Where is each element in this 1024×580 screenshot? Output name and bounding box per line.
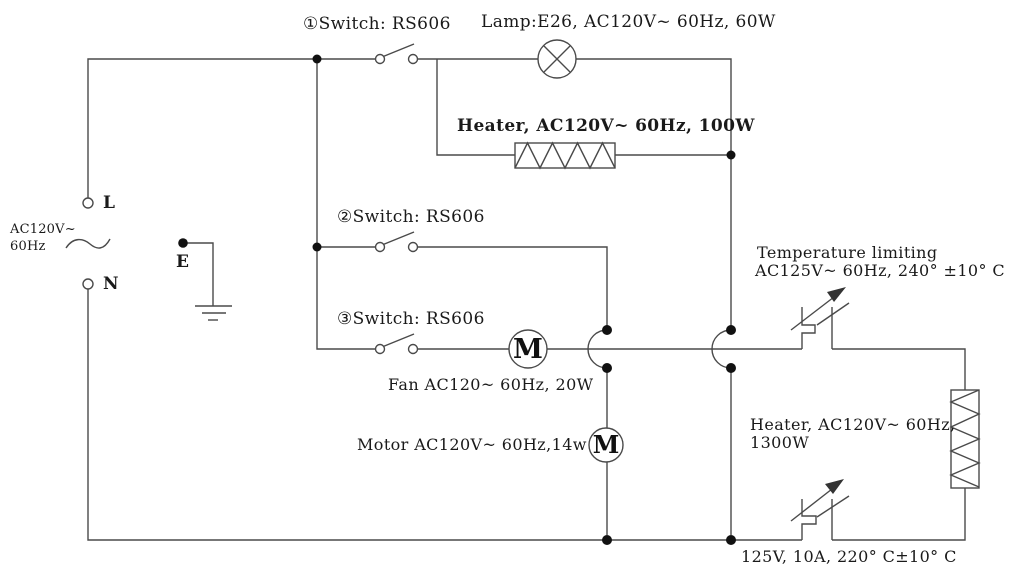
- ground-icon: [187, 242, 232, 321]
- lamp-icon: [537, 39, 577, 79]
- fan-label: Fan AC120~ 60Hz, 20W: [388, 375, 594, 394]
- earth-terminal-label: E: [176, 252, 190, 272]
- fan-motor-letter: M: [513, 334, 543, 365]
- source-freq-label: 60Hz: [10, 239, 46, 254]
- motor-icon: [588, 427, 624, 463]
- heater-100w-label: Heater, AC120V~ 60Hz, 100W: [457, 116, 755, 136]
- heater-100w-icon: [514, 141, 616, 170]
- heater-1300w-label-line1: Heater, AC120V~ 60Hz,: [750, 415, 956, 434]
- lamp-label: Lamp:E26, AC120V~ 60Hz, 60W: [481, 12, 776, 32]
- motor-letter: M: [593, 430, 620, 459]
- heater-1300w-icon: [949, 389, 981, 489]
- fan-motor-icon: [508, 329, 548, 369]
- crossover-hop-icon: [587, 329, 732, 369]
- thermal-cutoff-label: 125V, 10A, 220° C±10° C: [741, 547, 957, 566]
- ac-source-icon: [65, 238, 111, 249]
- temperature-limiter-label-line1: Temperature limiting: [757, 243, 938, 262]
- heater-1300w-label-line2: 1300W: [750, 433, 810, 452]
- junction-dots: [178, 54, 736, 545]
- switch2-label: ②Switch: RS606: [337, 207, 485, 227]
- live-terminal-label: L: [103, 193, 116, 213]
- source-voltage-label: AC120V~: [10, 222, 76, 237]
- temperature-limiter-label-line2: AC125V~ 60Hz, 240° ±10° C: [755, 261, 1006, 280]
- switch1-label: ①Switch: RS606: [303, 14, 451, 34]
- switch-blade-icon: [381, 43, 415, 348]
- wires: [87, 58, 966, 541]
- thermal-cutoff-icon: [790, 479, 850, 540]
- terminal-circles: [82, 53, 419, 355]
- temperature-limiter-icon: [790, 287, 850, 349]
- motor-label: Motor AC120V~ 60Hz,14w: [357, 435, 587, 454]
- switch3-label: ③Switch: RS606: [337, 309, 485, 329]
- neutral-terminal-label: N: [103, 274, 119, 294]
